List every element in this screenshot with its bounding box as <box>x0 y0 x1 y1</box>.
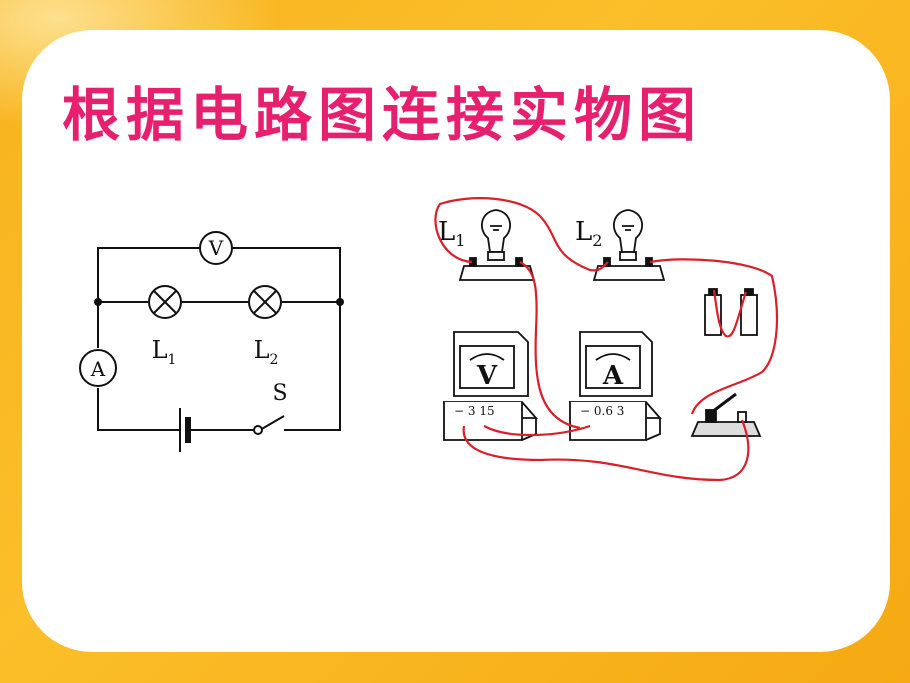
lamp2-label: L2 <box>254 336 279 368</box>
physical-lamp2-label: L2 <box>575 217 602 250</box>
voltmeter-symbol-letter: V <box>208 236 224 260</box>
lamp1-symbol <box>148 285 182 319</box>
switch-blade <box>259 415 285 431</box>
physical-circuit: L1 L2 V − 3 15 <box>434 197 779 482</box>
lamp1-label: L1 <box>152 336 177 368</box>
physical-lamp1-label: L1 <box>438 217 465 250</box>
lamp2-symbol <box>248 285 282 319</box>
voltmeter-terminals: − 3 15 <box>454 404 495 418</box>
slide-title: 根据电路图连接实物图 <box>62 81 703 149</box>
ammeter-device-letter: A <box>602 361 624 391</box>
voltmeter-branch-wire <box>97 247 200 302</box>
circuit-schematic: V L1 L2 A S <box>79 231 344 452</box>
junction-dot-right <box>336 298 344 306</box>
ammeter-device-icon <box>568 331 662 441</box>
switch-label: S <box>272 381 287 406</box>
junction-dot-left <box>94 298 102 306</box>
voltmeter-device-icon <box>442 331 538 441</box>
switch-contact <box>253 425 263 435</box>
ammeter-symbol <box>79 349 117 387</box>
red-wires <box>434 197 779 482</box>
voltmeter-symbol <box>199 231 233 265</box>
bulb1-icon <box>458 209 536 281</box>
ammeter-symbol-letter: A <box>90 357 106 381</box>
ammeter-terminals: − 0.6 3 <box>580 404 624 418</box>
battery-cells-icon <box>704 288 758 336</box>
voltmeter-device-letter: V <box>476 361 498 391</box>
bulb2-icon <box>592 209 666 281</box>
